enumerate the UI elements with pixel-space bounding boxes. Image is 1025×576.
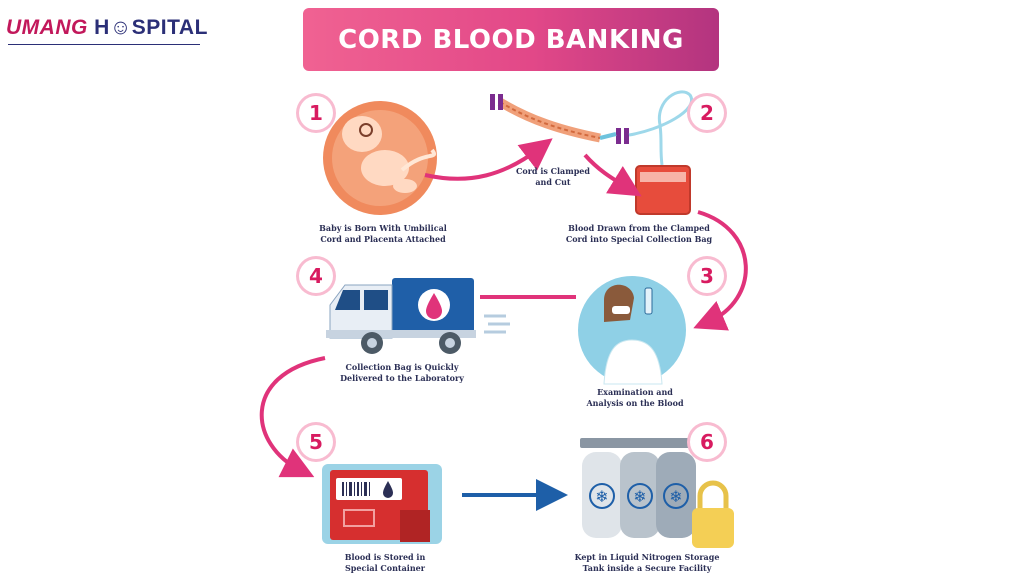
step-6-caption-line2: Tank inside a Secure Facility <box>582 563 712 573</box>
step-5-caption: Blood is Stored in Special Container <box>330 552 440 574</box>
logo-umang: UMANG <box>6 16 88 39</box>
svg-text:❄: ❄ <box>595 487 608 506</box>
baby-in-womb-illustration <box>323 101 437 215</box>
logo-smiley-icon: ☺ <box>109 16 132 39</box>
step-4-caption-line1: Collection Bag is Quickly <box>345 362 459 372</box>
cord-caption-line1: Cord is Clamped <box>516 166 590 176</box>
step-6-caption: Kept in Liquid Nitrogen Storage Tank ins… <box>572 552 722 574</box>
arrow-2-to-3 <box>693 210 748 331</box>
step-2-caption-line1: Blood Drawn from the Clamped <box>568 223 710 233</box>
step-4-caption-line2: Delivered to the Laboratory <box>340 373 464 383</box>
logo-underline <box>8 44 200 45</box>
svg-text:❄: ❄ <box>669 487 682 506</box>
scientist-illustration <box>578 276 686 385</box>
arrow-4-to-5 <box>259 356 326 478</box>
step-1-caption-line2: Cord and Placenta Attached <box>320 234 446 244</box>
collection-bag-illustration <box>628 90 694 215</box>
step-1-caption-line1: Baby is Born With Umbilical <box>319 223 447 233</box>
step-3-caption-line1: Examination and <box>597 387 673 397</box>
arrow-1-to-cord <box>424 138 553 181</box>
logo-h: H <box>94 16 110 39</box>
clamped-cord-illustration <box>490 94 629 144</box>
step-3-caption: Examination and Analysis on the Blood <box>580 387 690 409</box>
arrow-cord-to-bag <box>583 153 642 197</box>
step-2-caption: Blood Drawn from the Clamped Cord into S… <box>564 223 714 245</box>
delivery-truck-illustration <box>326 278 510 354</box>
svg-text:❄: ❄ <box>633 487 646 506</box>
step-4-caption: Collection Bag is Quickly Delivered to t… <box>332 362 472 384</box>
page-title: CORD BLOOD BANKING <box>338 24 684 55</box>
step-2-badge: 2 <box>690 96 724 130</box>
title-banner: CORD BLOOD BANKING <box>303 8 719 71</box>
step-2-caption-line2: Cord into Special Collection Bag <box>565 234 713 244</box>
step-5-caption-line1: Blood is Stored in <box>344 552 426 562</box>
logo-spital: SPITAL <box>131 16 208 39</box>
nitrogen-tanks-illustration: ❄ ❄ ❄ <box>580 438 734 548</box>
hospital-logo: UMANG H☺SPITAL <box>6 16 208 40</box>
step-6-badge: 6 <box>690 425 724 459</box>
step-5-badge: 5 <box>299 425 333 459</box>
cord-caption-line2: and Cut <box>535 177 571 187</box>
step-3-badge: 3 <box>690 259 724 293</box>
storage-container-illustration <box>322 464 442 544</box>
step-3-caption-line2: Analysis on the Blood <box>586 398 684 408</box>
step-1-caption: Baby is Born With Umbilical Cord and Pla… <box>318 223 448 245</box>
cord-caption: Cord is Clamped and Cut <box>508 166 598 188</box>
step-1-badge: 1 <box>299 96 333 130</box>
step-6-caption-line1: Kept in Liquid Nitrogen Storage <box>574 552 720 562</box>
step-5-caption-line2: Special Container <box>345 563 425 573</box>
step-4-badge: 4 <box>299 259 333 293</box>
